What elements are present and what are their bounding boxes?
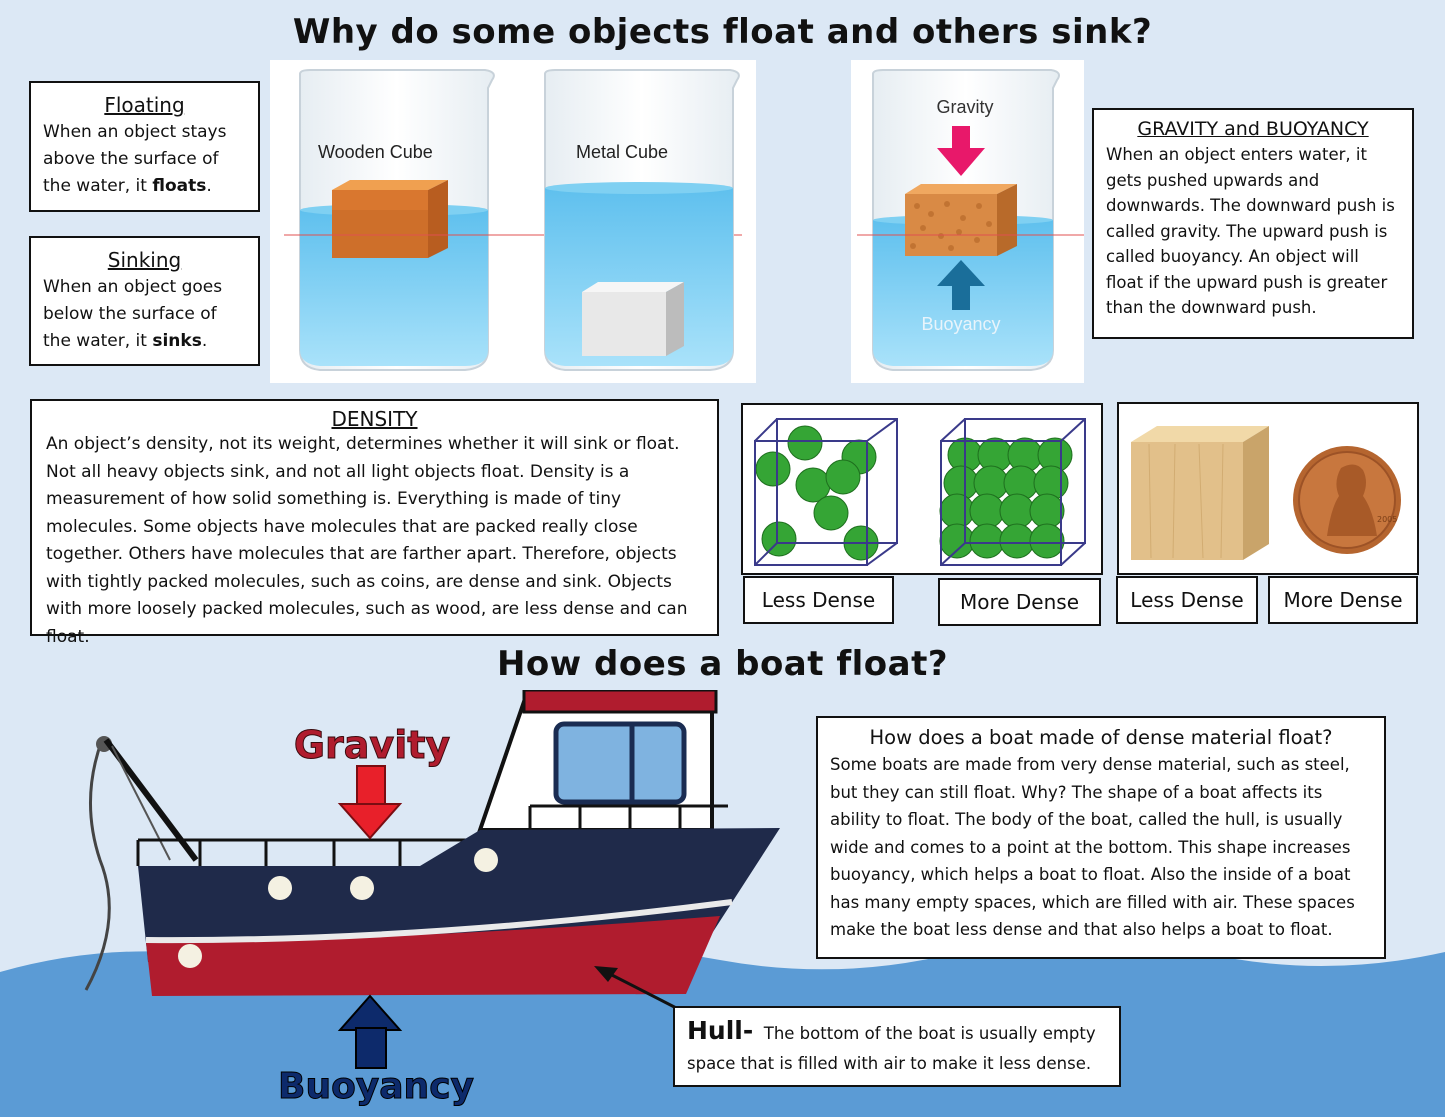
beaker-metal	[544, 69, 740, 371]
sinking-box: Sinking When an object goes below the su…	[29, 236, 260, 366]
metal-cube-label: Metal Cube	[576, 142, 668, 162]
gravity-buoyancy-heading: GRAVITY and BUOYANCY	[1137, 118, 1369, 140]
more-dense-label-2: More Dense	[1268, 576, 1418, 624]
sinking-text: When an object goes below the surface of…	[43, 277, 223, 351]
floating-box: Floating When an object stays above the …	[29, 81, 260, 212]
hull-label: Hull-	[687, 1016, 754, 1045]
gravity-arrow-icon	[952, 126, 970, 150]
more-dense-label-1: More Dense	[938, 578, 1101, 626]
hull-text: The bottom of the boat is usually empty …	[687, 1024, 1096, 1073]
gravity-buoyancy-box: GRAVITY and BUOYANCY When an object ente…	[1092, 108, 1414, 339]
buoyancy-label: Buoyancy	[921, 314, 1000, 334]
coin-year: 2005	[1377, 515, 1397, 524]
beakers-image: Wooden Cube Metal Cube	[270, 60, 756, 383]
boat-explanation-text: Some boats are made from very dense mate…	[830, 755, 1355, 939]
beaker-wooden	[284, 69, 742, 371]
cabin-window	[553, 721, 687, 805]
less-dense-cube-icon	[754, 418, 898, 566]
boat-gravity-arrow-icon	[337, 765, 403, 840]
gravity-label: Gravity	[936, 97, 993, 117]
boat-hull-lower	[146, 916, 720, 996]
density-heading: DENSITY	[331, 407, 418, 431]
hull-text-wrap: Hull- The bottom of the boat is usually …	[687, 1016, 1107, 1079]
page-title: Why do some objects float and others sin…	[292, 12, 1153, 52]
floating-heading: Floating	[104, 93, 185, 117]
portholes	[178, 848, 498, 968]
buoyancy-arrow-icon	[937, 260, 985, 286]
wood-coin-panel: 2005	[1117, 402, 1419, 575]
molecule-cubes-panel	[741, 403, 1103, 575]
more-dense-cube-icon	[939, 418, 1086, 566]
sinking-heading: Sinking	[107, 248, 182, 272]
boat-buoyancy-label: Buoyancy	[278, 1066, 474, 1107]
less-dense-label-1: Less Dense	[743, 576, 894, 624]
less-dense-label-2: Less Dense	[1116, 576, 1258, 624]
wooden-cube-label: Wooden Cube	[318, 142, 433, 162]
wood-block-icon	[1131, 426, 1269, 560]
boat-buoyancy-arrow-icon	[337, 994, 403, 1069]
boat-explanation-box: How does a boat made of dense material f…	[816, 716, 1386, 959]
penny-coin-icon: 2005	[1293, 446, 1401, 554]
boat-explanation-heading: How does a boat made of dense material f…	[869, 726, 1333, 749]
forces-beaker-image: Gravity Buoyancy	[851, 60, 1084, 383]
gravity-buoyancy-text: When an object enters water, it gets pus…	[1106, 145, 1395, 317]
density-text: An object’s density, not its weight, det…	[46, 434, 688, 647]
hull-box: Hull- The bottom of the boat is usually …	[673, 1006, 1121, 1087]
boat-gravity-label: Gravity	[294, 723, 451, 767]
floating-text: When an object stays above the surface o…	[43, 122, 227, 196]
boat-section-title: How does a boat float?	[496, 644, 949, 684]
density-box: DENSITY An object’s density, not its wei…	[30, 399, 719, 647]
